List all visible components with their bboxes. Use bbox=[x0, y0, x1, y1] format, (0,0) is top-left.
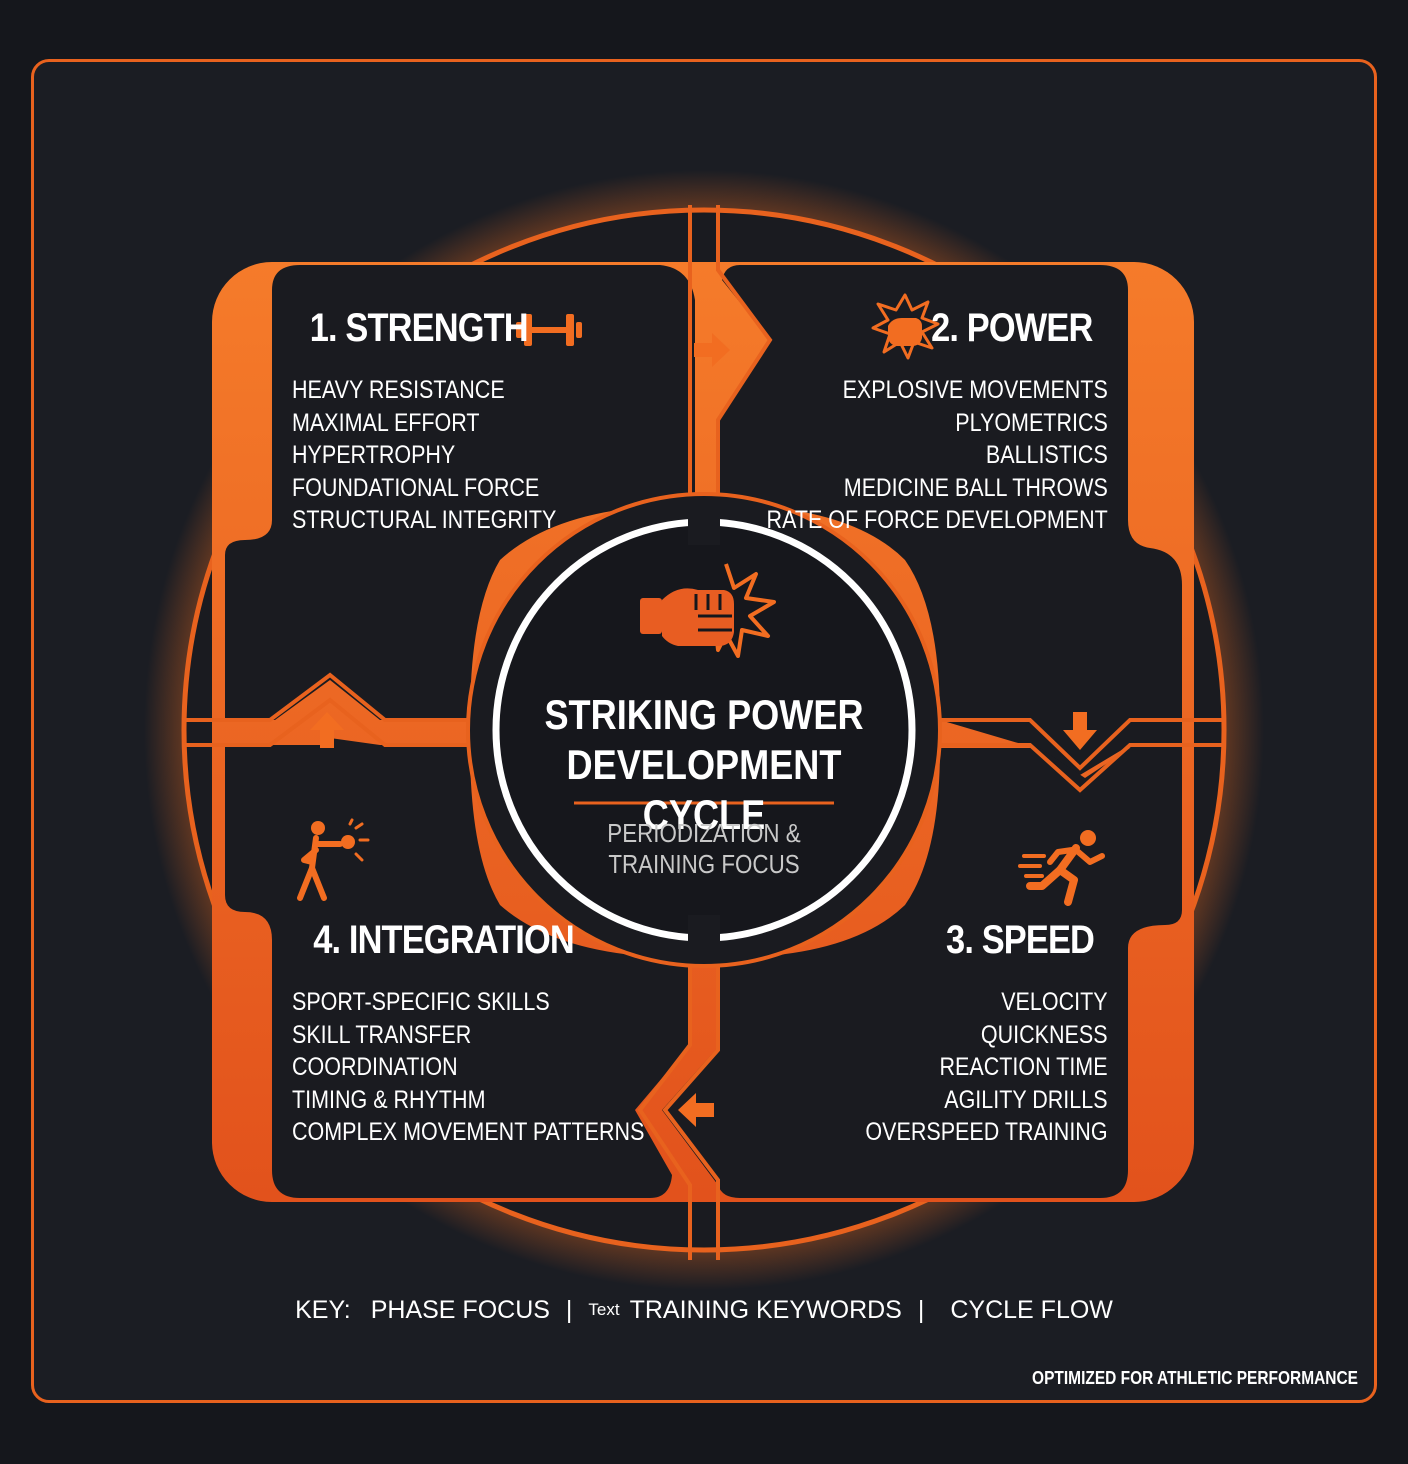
footer-note: OPTIMIZED FOR ATHLETIC PERFORMANCE bbox=[1032, 1368, 1358, 1388]
panel-strength bbox=[225, 265, 695, 720]
phase-power-keywords: EXPLOSIVE MOVEMENTS PLYOMETRICS BALLISTI… bbox=[711, 374, 1108, 537]
list-item: FOUNDATIONAL FORCE bbox=[292, 473, 540, 502]
panel-integration bbox=[225, 738, 690, 1198]
list-item: BALLISTICS bbox=[986, 441, 1108, 469]
legend-key: KEY: PHASE FOCUS | Text TRAINING KEYWORD… bbox=[295, 1292, 1113, 1328]
list-item: MAXIMAL EFFORT bbox=[292, 408, 480, 437]
center-title: STRIKING POWER DEVELOPMENT CYCLE bbox=[529, 690, 880, 840]
list-item: SPORT-SPECIFIC SKILLS bbox=[292, 988, 550, 1016]
flow-channels bbox=[185, 205, 1222, 1260]
center-subtitle: PERIODIZATION & TRAINING FOCUS bbox=[563, 818, 845, 880]
list-item: VELOCITY bbox=[1001, 988, 1108, 1016]
center-subtitle-line1: PERIODIZATION & bbox=[607, 818, 801, 848]
boxer-punch-icon bbox=[297, 818, 370, 901]
list-item: PLYOMETRICS bbox=[955, 408, 1108, 437]
panel-power bbox=[718, 265, 1182, 775]
list-item: EXPLOSIVE MOVEMENTS bbox=[842, 376, 1108, 404]
list-item: COMPLEX MOVEMENT PATTERNS bbox=[292, 1118, 645, 1146]
key-phase-focus: PHASE FOCUS bbox=[370, 1295, 550, 1324]
center-subtitle-line2: TRAINING FOCUS bbox=[608, 849, 800, 879]
phase-integration-title: 4. INTEGRATION bbox=[313, 918, 574, 962]
dumbbell-icon bbox=[516, 314, 582, 346]
list-item: OVERSPEED TRAINING bbox=[865, 1118, 1108, 1146]
phase-strength-title: 1. STRENGTH bbox=[309, 306, 529, 350]
flow-arrows bbox=[310, 333, 1097, 1127]
phase-speed-title: 3. SPEED bbox=[945, 918, 1095, 962]
list-item: HEAVY RESISTANCE bbox=[292, 376, 505, 404]
list-item: QUICKNESS bbox=[981, 1020, 1108, 1049]
key-text-sample: Text bbox=[588, 1300, 620, 1319]
arrow-up-icon bbox=[310, 712, 344, 748]
list-item: TIMING & RHYTHM bbox=[292, 1085, 486, 1114]
key-cycle-flow: CYCLE FLOW bbox=[950, 1295, 1113, 1324]
list-item: MEDICINE BALL THROWS bbox=[843, 473, 1108, 502]
arrow-right-icon bbox=[694, 333, 730, 367]
list-item: RATE OF FORCE DEVELOPMENT bbox=[766, 506, 1108, 534]
key-separator: | bbox=[917, 1295, 925, 1324]
list-item: COORDINATION bbox=[292, 1053, 458, 1081]
center-title-line2: DEVELOPMENT CYCLE bbox=[566, 741, 842, 838]
center-title-line1: STRIKING POWER bbox=[544, 691, 864, 738]
list-item: AGILITY DRILLS bbox=[944, 1085, 1108, 1114]
sprinter-icon bbox=[1018, 830, 1105, 906]
list-item: STRUCTURAL INTEGRITY bbox=[292, 506, 557, 534]
phase-integration-keywords: SPORT-SPECIFIC SKILLS SKILL TRANSFER COO… bbox=[292, 986, 702, 1149]
key-separator: | bbox=[565, 1295, 573, 1324]
fist-burst-icon bbox=[871, 293, 940, 360]
arrow-left-icon bbox=[678, 1093, 714, 1127]
key-label: KEY: bbox=[295, 1295, 351, 1324]
fist-impact-icon bbox=[640, 563, 776, 658]
phase-strength-keywords: HEAVY RESISTANCE MAXIMAL EFFORT HYPERTRO… bbox=[292, 374, 599, 537]
list-item: SKILL TRANSFER bbox=[292, 1020, 472, 1049]
key-training-keywords: TRAINING KEYWORDS bbox=[629, 1295, 902, 1324]
list-item: HYPERTROPHY bbox=[292, 441, 456, 469]
list-item: REACTION TIME bbox=[939, 1053, 1108, 1081]
phase-power-title: 2. POWER bbox=[931, 306, 1094, 350]
arrow-down-icon bbox=[1063, 712, 1097, 750]
phase-speed-keywords: VELOCITY QUICKNESS REACTION TIME AGILITY… bbox=[826, 986, 1108, 1149]
